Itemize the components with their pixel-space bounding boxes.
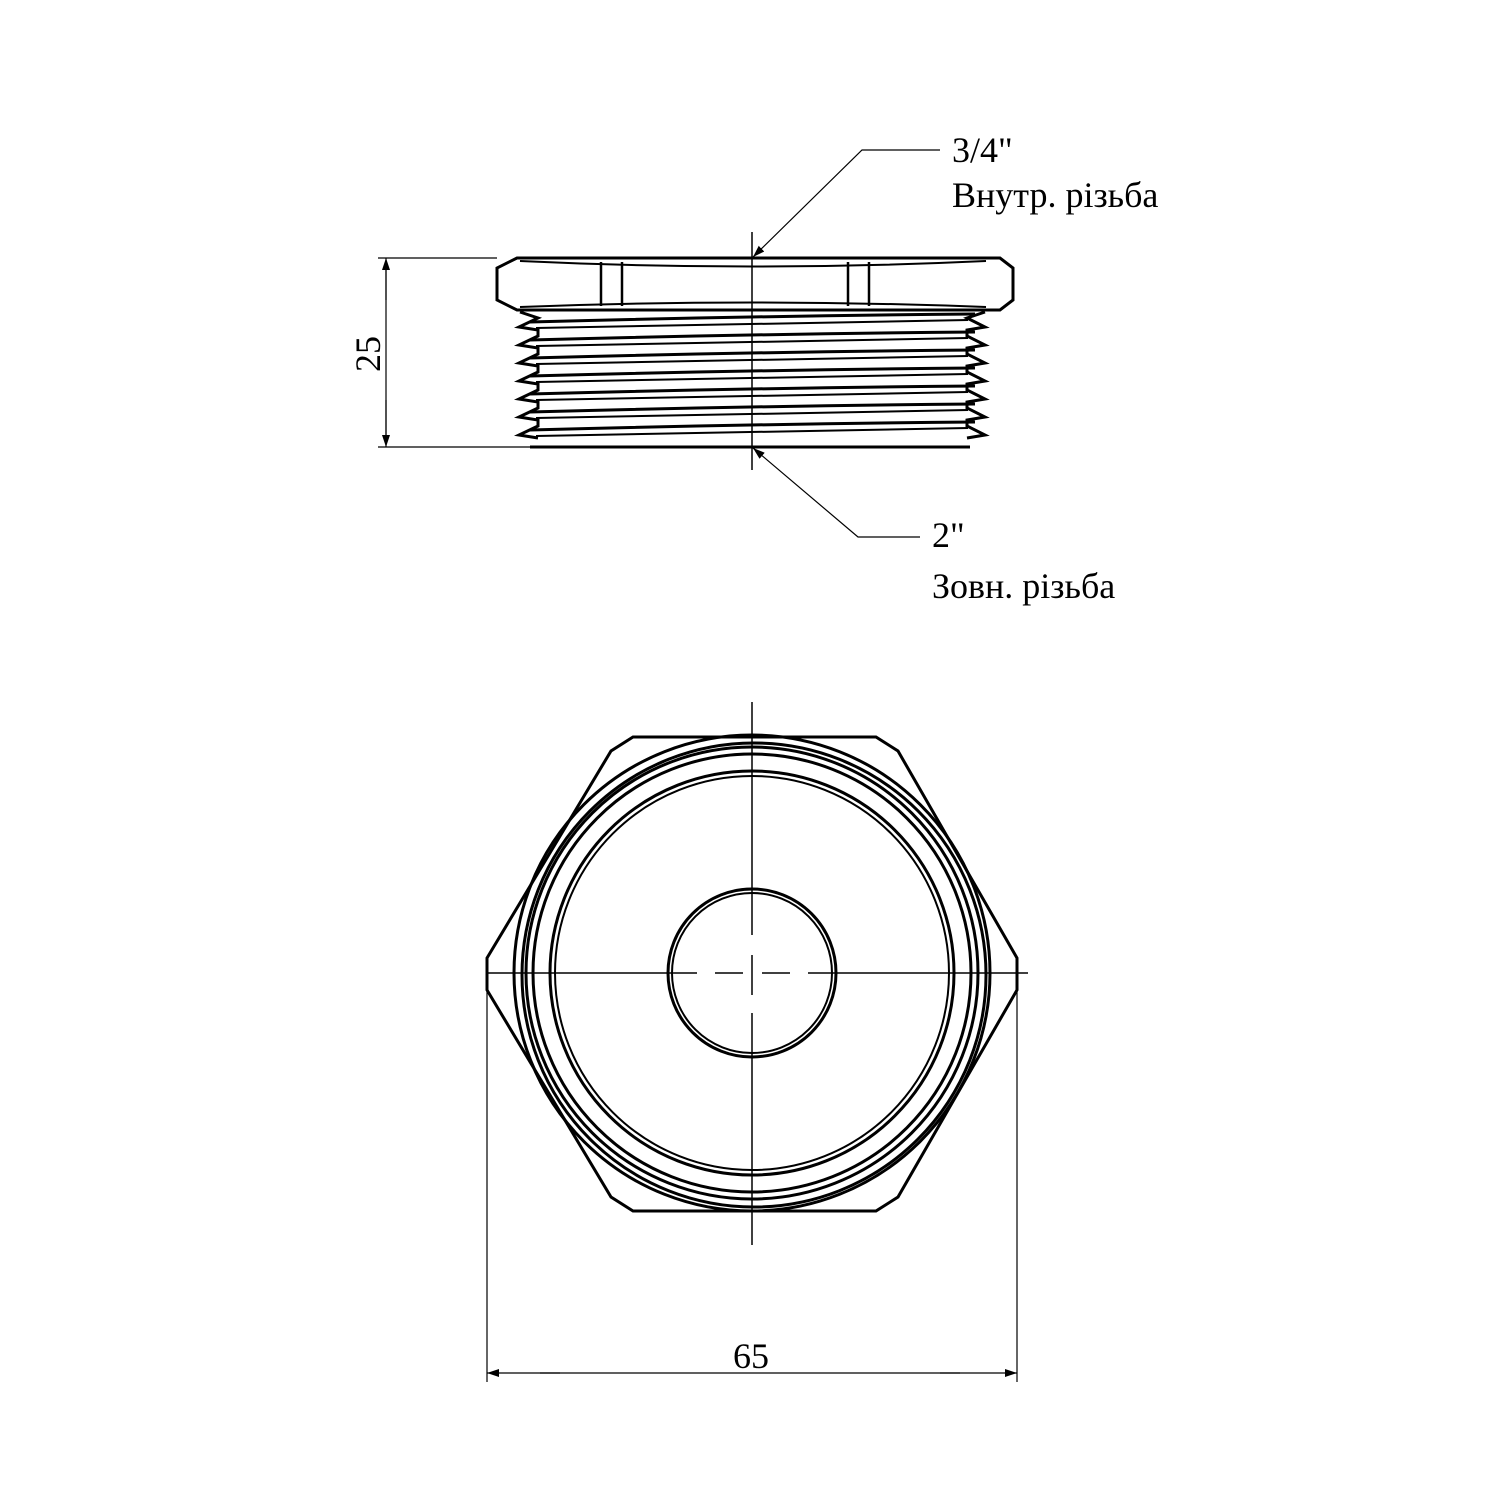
leader-top [752,149,940,258]
height-dimension-label: 25 [348,336,388,372]
center-lines [487,702,1028,1245]
thread-profile-left [513,310,543,440]
bottom-callout-note: Зовн. різьба [932,566,1116,606]
width-dimension [486,990,1018,1382]
thread-profile-right [963,310,990,440]
width-dimension-label: 65 [733,1336,769,1376]
side-view [378,149,1015,538]
hex-head [495,256,1015,312]
front-view [485,702,1028,1382]
hex-face-curve-bottom [519,301,987,308]
hex-outline [485,735,1019,1213]
bottom-callout-size: 2" [932,515,965,555]
leader-bottom [752,447,920,538]
height-dimension [378,257,530,448]
top-callout-size: 3/4" [952,130,1013,170]
top-callout-note: Внутр. різьба [952,175,1159,215]
hex-flats [599,262,871,306]
hex-face-curve-top [519,260,987,268]
